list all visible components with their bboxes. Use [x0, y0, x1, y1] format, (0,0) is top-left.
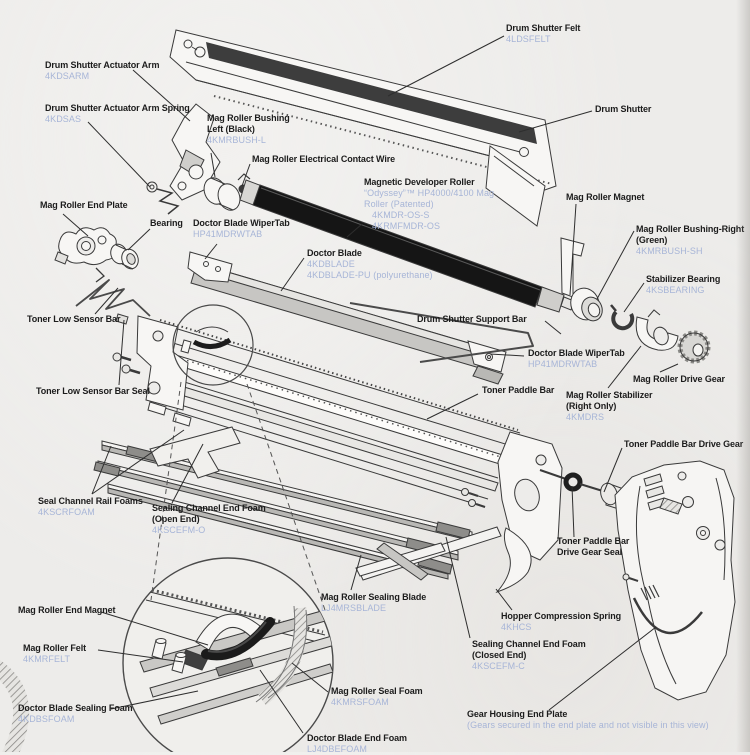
label-toner-low-sensor-bar: Toner Low Sensor Bar — [27, 314, 121, 324]
bearing-drawing — [110, 243, 139, 270]
end-foam-open-drawing — [149, 426, 241, 479]
sensor-bar-seal-drawing — [115, 313, 129, 325]
support-bar-drawing — [349, 302, 534, 363]
drum-shutter-drawing — [169, 29, 557, 227]
label-toner-low-sensor-bar-seal: Toner Low Sensor Bar Seal — [36, 386, 150, 396]
label-mag-roller-drive-gear: Mag Roller Drive Gear — [633, 374, 725, 384]
mag-roller-body-drawing — [252, 184, 543, 308]
label-hopper-compression-spring: Hopper Compression Spring 4KHCS — [501, 611, 622, 632]
label-mag-roller-bushing-left: Mag Roller Bushing Left (Black) 4KMRBUSH… — [207, 113, 290, 145]
wipertab-right-drawing — [467, 340, 507, 373]
label-sealing-channel-end-foam-open: Sealing Channel End Foam (Open End) 4KSC… — [152, 503, 266, 535]
inset-detail-drawing — [0, 557, 334, 752]
label-mag-roller-bushing-right: Mag Roller Bushing-Right (Green) 4KMRBUS… — [636, 224, 745, 256]
label-seal-channel-rail-foams: Seal Channel Rail Foams 4KSCRFOAM — [38, 496, 143, 517]
label-mag-roller-sealing-blade: Mag Roller Sealing Blade LJ4MRSBLADE — [321, 592, 427, 613]
doctor-blade-drawing — [187, 251, 507, 385]
label-drum-shutter-support-bar: Drum Shutter Support Bar — [417, 314, 527, 324]
label-drum-shutter-actuator-arm-spring: Drum Shutter Actuator Arm Spring 4KDSAS — [45, 103, 190, 124]
seal-foam-corner-drawing — [0, 660, 30, 752]
label-bearing: Bearing — [150, 218, 183, 228]
label-toner-paddle-bar-drive-gear: Toner Paddle Bar Drive Gear — [624, 439, 744, 449]
drive-gear-seal-drawing — [563, 472, 583, 492]
detail-circle — [172, 304, 254, 386]
hopper-compression-spring-drawing — [495, 527, 532, 594]
label-stabilizer-bearing: Stabilizer Bearing 4KSBEARING — [646, 274, 721, 295]
label-mag-roller-end-magnet: Mag Roller End Magnet — [18, 605, 116, 615]
projection-lines — [150, 381, 326, 611]
label-doctor-blade-wipertab-right: Doctor Blade WiperTab HP41MDRWTAB — [528, 348, 625, 369]
label-doctor-blade-wipertab-left: Doctor Blade WiperTab HP41MDRWTAB — [193, 218, 290, 239]
label-toner-paddle-bar-drive-gear-seal: Toner Paddle Bar Drive Gear Seal — [557, 536, 630, 557]
label-magnetic-developer-roller: Magnetic Developer Roller “Odyssey”™ HP4… — [364, 177, 495, 231]
label-drum-shutter-felt: Drum Shutter Felt 4LDSFELT — [506, 23, 581, 44]
mag-roller-end-plate-drawing — [54, 227, 117, 283]
hopper-body-drawing — [112, 304, 567, 594]
actuator-arm-drawing — [146, 103, 221, 215]
sealing-blade-cross-drawing — [355, 542, 446, 581]
coil-spring-drawing — [640, 584, 660, 601]
end-magnet-drawing — [201, 617, 275, 661]
mag-roller-bushing-left-drawing — [203, 177, 241, 211]
sensor-bar-drawing — [75, 279, 151, 325]
stabilizer-bearing-drawing — [611, 310, 635, 331]
seal-foam-band-drawing — [258, 607, 308, 706]
label-drum-shutter-actuator-arm: Drum Shutter Actuator Arm 4KDSARM — [45, 60, 160, 81]
label-doctor-blade-end-foam: Doctor Blade End Foam LJ4DBEFOAM — [307, 733, 407, 754]
label-drum-shutter: Drum Shutter — [595, 104, 652, 114]
label-mag-roller-felt: Mag Roller Felt 4KMRFELT — [23, 643, 87, 664]
label-doctor-blade-sealing-foam: Doctor Blade Sealing Foam 4KDBSFOAM — [18, 703, 133, 724]
rails-drawing — [93, 426, 502, 581]
label-doctor-blade: Doctor Blade 4KDBLADE 4KDBLADE-PU (polyu… — [307, 248, 433, 280]
gear-housing-drawing — [614, 460, 736, 701]
label-toner-paddle-bar: Toner Paddle Bar — [482, 385, 555, 395]
label-sealing-channel-end-foam-closed: Sealing Channel End Foam (Closed End) 4K… — [472, 639, 586, 671]
scan-edge-shadow — [736, 0, 750, 752]
blade-end-foam-drawing — [215, 657, 254, 677]
label-mag-roller-electrical-contact-wire: Mag Roller Electrical Contact Wire — [252, 154, 396, 164]
wipertab-left-drawing — [187, 251, 233, 283]
leader-lines — [62, 35, 679, 734]
label-mag-roller-end-plate: Mag Roller End Plate — [40, 200, 128, 210]
label-mag-roller-magnet: Mag Roller Magnet — [566, 192, 645, 202]
electrical-contact-wire-drawing — [237, 173, 251, 181]
label-mag-roller-stabilizer: Mag Roller Stabilizer (Right Only) 4KMDR… — [566, 390, 653, 422]
label-mag-roller-seal-foam: Mag Roller Seal Foam 4KMRSFOAM — [331, 686, 423, 707]
drum-shutter-felt-strip — [206, 42, 537, 144]
label-gear-housing-end-plate: Gear Housing End Plate (Gears secured in… — [467, 709, 709, 730]
